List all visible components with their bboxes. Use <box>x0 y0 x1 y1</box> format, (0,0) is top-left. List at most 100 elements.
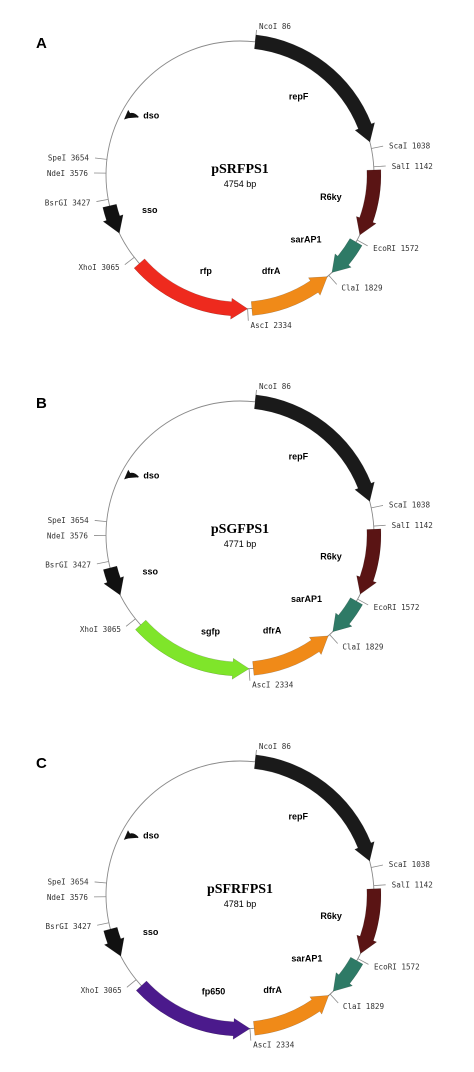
restriction-site-label: BsrGI 3427 <box>45 198 91 207</box>
feature-sarap1-arrow <box>331 238 363 273</box>
restriction-site-label: NdeI 3576 <box>47 531 89 540</box>
plasmid-size: 4754 bp <box>224 179 257 189</box>
restriction-site-label: AscI 2334 <box>252 681 294 690</box>
restriction-site-tick <box>125 618 136 627</box>
plasmid-name: pSFRFPS1 <box>207 882 273 897</box>
restriction-site-tick <box>373 165 386 168</box>
restriction-site-tick <box>254 29 257 42</box>
restriction-site-label: SalI 1142 <box>392 881 433 890</box>
restriction-site-label: XhoI 3065 <box>80 625 121 634</box>
restriction-site-label: EcoRI 1572 <box>373 244 419 253</box>
restriction-site-label: ScaI 1038 <box>389 141 431 150</box>
restriction-site-label: BsrGI 3427 <box>46 922 92 931</box>
restriction-site-label: ClaI 1829 <box>341 283 383 292</box>
feature-label: R6ky <box>320 911 342 921</box>
plasmid-size: 4781 bp <box>224 899 257 909</box>
restriction-site-label: NcoI 86 <box>259 22 291 31</box>
feature-label: sgfp <box>201 626 221 636</box>
feature-label: dfrA <box>263 625 282 635</box>
feature-repf-arrow <box>254 394 375 502</box>
panel-label: C <box>36 755 47 772</box>
feature-label: dso <box>143 831 160 841</box>
restriction-site-label: ClaI 1829 <box>343 1002 385 1011</box>
restriction-site-tick <box>247 308 249 321</box>
plasmid-name: pSRFPS1 <box>211 162 269 177</box>
restriction-site-tick <box>357 958 369 965</box>
restriction-site-tick <box>373 884 386 887</box>
feature-fp650-arrow <box>135 980 251 1040</box>
restriction-site-label: NcoI 86 <box>259 742 291 751</box>
restriction-site-tick <box>96 198 109 202</box>
feature-sso-arrow <box>102 203 124 234</box>
restriction-site-label: ClaI 1829 <box>342 642 384 651</box>
feature-label: dso <box>143 110 160 120</box>
restriction-site-tick <box>94 881 107 884</box>
restriction-site-tick <box>356 239 368 247</box>
restriction-site-tick <box>126 979 137 988</box>
feature-repf-arrow <box>254 34 376 143</box>
feature-label: sarAP1 <box>291 953 322 963</box>
feature-label: repF <box>289 811 309 821</box>
restriction-site-tick <box>94 157 107 160</box>
feature-dso-marker <box>124 469 139 480</box>
feature-rfp-arrow <box>133 258 249 320</box>
restriction-site-label: SalI 1142 <box>392 521 433 530</box>
feature-sarap1-arrow <box>332 956 364 992</box>
feature-dfra-arrow <box>252 635 329 676</box>
restriction-site-tick <box>249 1028 252 1041</box>
feature-dfra-arrow <box>253 995 330 1036</box>
feature-sarap1-arrow <box>332 597 363 633</box>
feature-label: sarAP1 <box>291 235 322 245</box>
restriction-site-tick <box>96 561 109 565</box>
plasmid-name: pSGFPS1 <box>211 522 269 537</box>
feature-r6ky-arrow <box>356 528 382 595</box>
restriction-site-tick <box>329 993 339 1004</box>
restriction-site-label: SalI 1142 <box>392 162 433 171</box>
restriction-site-tick <box>97 922 109 926</box>
feature-r6ky-arrow <box>356 888 382 955</box>
feature-label: sso <box>143 927 159 937</box>
restriction-site-label: EcoRI 1572 <box>374 962 420 971</box>
restriction-site-tick <box>373 524 386 527</box>
feature-repf-arrow <box>254 754 375 862</box>
feature-label: fp650 <box>202 987 226 997</box>
feature-label: dfrA <box>262 266 281 276</box>
restriction-site-label: AscI 2334 <box>251 321 293 330</box>
feature-label: repF <box>289 92 309 102</box>
restriction-site-tick <box>94 520 107 523</box>
feature-label: sarAP1 <box>291 594 322 604</box>
feature-label: sso <box>143 566 159 576</box>
feature-dso-marker <box>123 830 139 840</box>
feature-sso-arrow <box>103 927 125 957</box>
restriction-site-label: NdeI 3576 <box>47 169 89 178</box>
restriction-site-label: ScaI 1038 <box>389 860 431 869</box>
restriction-site-label: NdeI 3576 <box>47 893 89 902</box>
restriction-site-label: NcoI 86 <box>259 382 291 391</box>
feature-label: dfrA <box>263 985 282 995</box>
restriction-site-label: ScaI 1038 <box>389 501 431 510</box>
feature-r6ky-arrow <box>356 169 382 236</box>
restriction-site-label: XhoI 3065 <box>78 263 119 272</box>
restriction-site-label: BsrGI 3427 <box>45 561 91 570</box>
restriction-site-tick <box>371 145 384 149</box>
restriction-site-label: EcoRI 1572 <box>374 603 420 612</box>
feature-label: dso <box>143 470 160 480</box>
feature-sso-arrow <box>103 565 125 596</box>
restriction-site-tick <box>248 668 251 681</box>
restriction-site-tick <box>357 598 369 606</box>
feature-sgfp-arrow <box>135 619 250 680</box>
restriction-site-tick <box>329 634 338 644</box>
restriction-site-tick <box>124 256 135 266</box>
panel-label: A <box>36 35 47 52</box>
feature-label: R6ky <box>320 192 342 202</box>
feature-label: R6ky <box>320 551 342 561</box>
restriction-site-label: XhoI 3065 <box>81 986 122 995</box>
feature-label: rfp <box>200 266 212 276</box>
restriction-site-tick <box>371 864 383 868</box>
plasmid-size: 4771 bp <box>224 539 257 549</box>
restriction-site-label: AscI 2334 <box>253 1041 295 1050</box>
